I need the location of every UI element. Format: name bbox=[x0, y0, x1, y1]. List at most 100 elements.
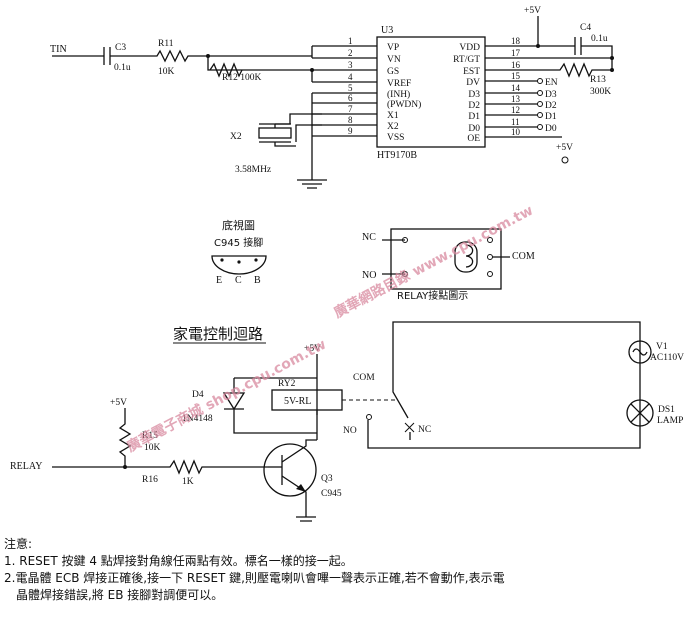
r16-value: 1K bbox=[182, 477, 194, 487]
contact-com: COM bbox=[512, 251, 535, 262]
transistor-pinout: 底視圖 C945 接腳 E C B bbox=[211, 218, 267, 286]
ic-pin-15-num: 15 bbox=[511, 71, 521, 81]
ic-pin-18-num: 18 bbox=[511, 36, 521, 46]
ic-pin-12-num: 12 bbox=[511, 105, 520, 115]
c3-value: 0.1u bbox=[114, 63, 131, 73]
ic-pin-11-num: 11 bbox=[511, 117, 520, 127]
ic-pin-2-num: 2 bbox=[348, 48, 353, 58]
tin-label: TIN bbox=[50, 44, 67, 55]
ic-u3-ref: U3 bbox=[381, 25, 393, 36]
relay-contact-diagram: NC NO COM RELAY接點圖示 bbox=[362, 228, 535, 302]
ic-pin-11-name: D0 bbox=[468, 124, 480, 134]
ic-pin-5-num: 5 bbox=[348, 83, 353, 93]
switch-no: NO bbox=[343, 426, 357, 436]
ic-pin-2-name: VN bbox=[387, 55, 401, 65]
ic-pin-1-num: 1 bbox=[348, 36, 353, 46]
c4-value: 0.1u bbox=[591, 34, 608, 44]
ic-pin-15-name: DV bbox=[466, 78, 480, 88]
ic-pin-14-name: D3 bbox=[468, 90, 480, 100]
ic-right-pins: 18 17 16 15 14 13 12 11 10 VDD RT/GT EST… bbox=[453, 36, 538, 144]
vcc-top-label: +5V bbox=[524, 6, 541, 16]
ic-u3-part: HT9170B bbox=[377, 150, 417, 161]
r15-ref: R15 bbox=[142, 431, 158, 441]
ic-u3-body bbox=[376, 36, 486, 148]
ic-pin-4-num: 4 bbox=[348, 72, 353, 82]
appliance-title: 家電控制迴路 bbox=[173, 325, 263, 343]
r13-ref: R13 bbox=[590, 75, 606, 85]
out-d0: D0 bbox=[545, 124, 557, 134]
ic-pin-7-num: 7 bbox=[348, 104, 353, 114]
relay-input-label: RELAY bbox=[10, 461, 42, 472]
source-value: AC110V bbox=[650, 353, 684, 363]
pinout-b: B bbox=[254, 275, 261, 286]
out-d3: D3 bbox=[545, 90, 557, 100]
input-network: TIN C3 0.1u R11 10K R12 100K bbox=[50, 39, 314, 83]
diode-value: 1N4148 bbox=[182, 414, 213, 424]
pinout-title: 底視圖 bbox=[222, 218, 255, 232]
ic-pin-6-num: 6 bbox=[348, 93, 353, 103]
lamp-value: LAMP bbox=[657, 416, 683, 426]
switch-com: COM bbox=[353, 373, 375, 383]
ic-pin-3-name: GS bbox=[387, 67, 399, 77]
contact-caption: RELAY接點圖示 bbox=[397, 289, 468, 302]
ic-pin-7-name: X1 bbox=[387, 111, 399, 121]
ic-pin-17-num: 17 bbox=[511, 48, 521, 58]
pinout-c: C bbox=[235, 275, 242, 286]
transistor-ref: Q3 bbox=[321, 474, 333, 484]
notes-title: 注意: bbox=[4, 537, 33, 551]
ic-pin-10-name: OE bbox=[467, 134, 480, 144]
out-en: EN bbox=[545, 78, 558, 88]
ic-pin-3-num: 3 bbox=[348, 60, 353, 70]
dtmf-decoder-section: U3 HT9170B 1 2 3 4 5 6 7 bbox=[50, 6, 614, 189]
watermark-catalog: 廣華網路目錄 www.cpu.com.tw bbox=[331, 202, 536, 322]
r13-value: 300K bbox=[590, 87, 611, 97]
contact-nc: NC bbox=[362, 232, 376, 243]
out-d1: D1 bbox=[545, 112, 557, 122]
ic-pin-14-num: 14 bbox=[511, 83, 521, 93]
crystal-ref: X2 bbox=[230, 132, 242, 142]
r16-ref: R16 bbox=[142, 475, 158, 485]
r11-value: 10K bbox=[158, 67, 175, 77]
contact-no: NO bbox=[362, 270, 376, 281]
vcc-r15-label: +5V bbox=[110, 398, 127, 408]
ic-pin-10-num: 10 bbox=[511, 127, 521, 137]
switch-nc: NC bbox=[418, 425, 431, 435]
crystal-value: 3.58MHz bbox=[235, 165, 271, 175]
ic-pin-9-num: 9 bbox=[348, 126, 353, 136]
appliance-control-section: 家電控制迴路 +5V D4 1N4148 RY2 5V-RL +5V R15 1… bbox=[10, 321, 684, 522]
ic-pin-13-name: D2 bbox=[468, 101, 480, 111]
notes-section: 注意: 1. RESET 按鍵 4 點焊接對角線任兩點有效。標名一樣的接一起。 … bbox=[4, 536, 684, 604]
ic-pin-4-name: VREF bbox=[387, 79, 411, 89]
c3-ref: C3 bbox=[115, 43, 126, 53]
lamp-ref: DS1 bbox=[658, 405, 675, 415]
ic-pin-16-name: EST bbox=[463, 67, 480, 77]
ic-pin-8-num: 8 bbox=[348, 115, 353, 125]
relay-value: 5V-RL bbox=[284, 396, 311, 407]
diode-ref: D4 bbox=[192, 390, 204, 400]
ic-pin-8-name: X2 bbox=[387, 122, 399, 132]
transistor-value: C945 bbox=[321, 489, 342, 499]
ic-pin-17-name: RT/GT bbox=[453, 55, 480, 65]
pinout-e: E bbox=[216, 275, 222, 286]
note-1: 1. RESET 按鍵 4 點焊接對角線任兩點有效。標名一樣的接一起。 bbox=[4, 554, 353, 568]
ic-pin-9-name: VSS bbox=[387, 133, 404, 143]
supply-network: +5V C4 0.1u R13 300K EN D3 D2 D1 D0 bbox=[524, 6, 614, 164]
ic-pin-5-name: (INH) bbox=[387, 89, 410, 100]
ic-pin-18-name: VDD bbox=[459, 43, 480, 53]
ic-pin-16-num: 16 bbox=[511, 60, 521, 70]
note-2-line-2: 晶體焊接錯誤,將 EB 接腳對調便可以。 bbox=[16, 588, 224, 602]
c4-ref: C4 bbox=[580, 23, 591, 33]
relay-ref: RY2 bbox=[278, 379, 296, 389]
out-d2: D2 bbox=[545, 101, 557, 111]
ic-left-pins: 1 2 3 4 5 6 7 8 9 VP VN GS VREF (INH) (P… bbox=[312, 36, 421, 143]
note-2-line-1: 2.電晶體 ECB 焊接正確後,接一下 RESET 鍵,則壓電喇叭會嗶一聲表示正… bbox=[4, 571, 505, 585]
vcc-oe-label: +5V bbox=[556, 143, 573, 153]
r12-label: R12 100K bbox=[222, 73, 261, 83]
r11-ref: R11 bbox=[158, 39, 174, 49]
pinout-subtitle: C945 接腳 bbox=[214, 236, 263, 249]
source-ref: V1 bbox=[656, 342, 668, 352]
vcc-relay-label: +5V bbox=[304, 344, 321, 354]
ic-pin-12-name: D1 bbox=[468, 112, 480, 122]
ic-pin-1-name: VP bbox=[387, 43, 399, 53]
